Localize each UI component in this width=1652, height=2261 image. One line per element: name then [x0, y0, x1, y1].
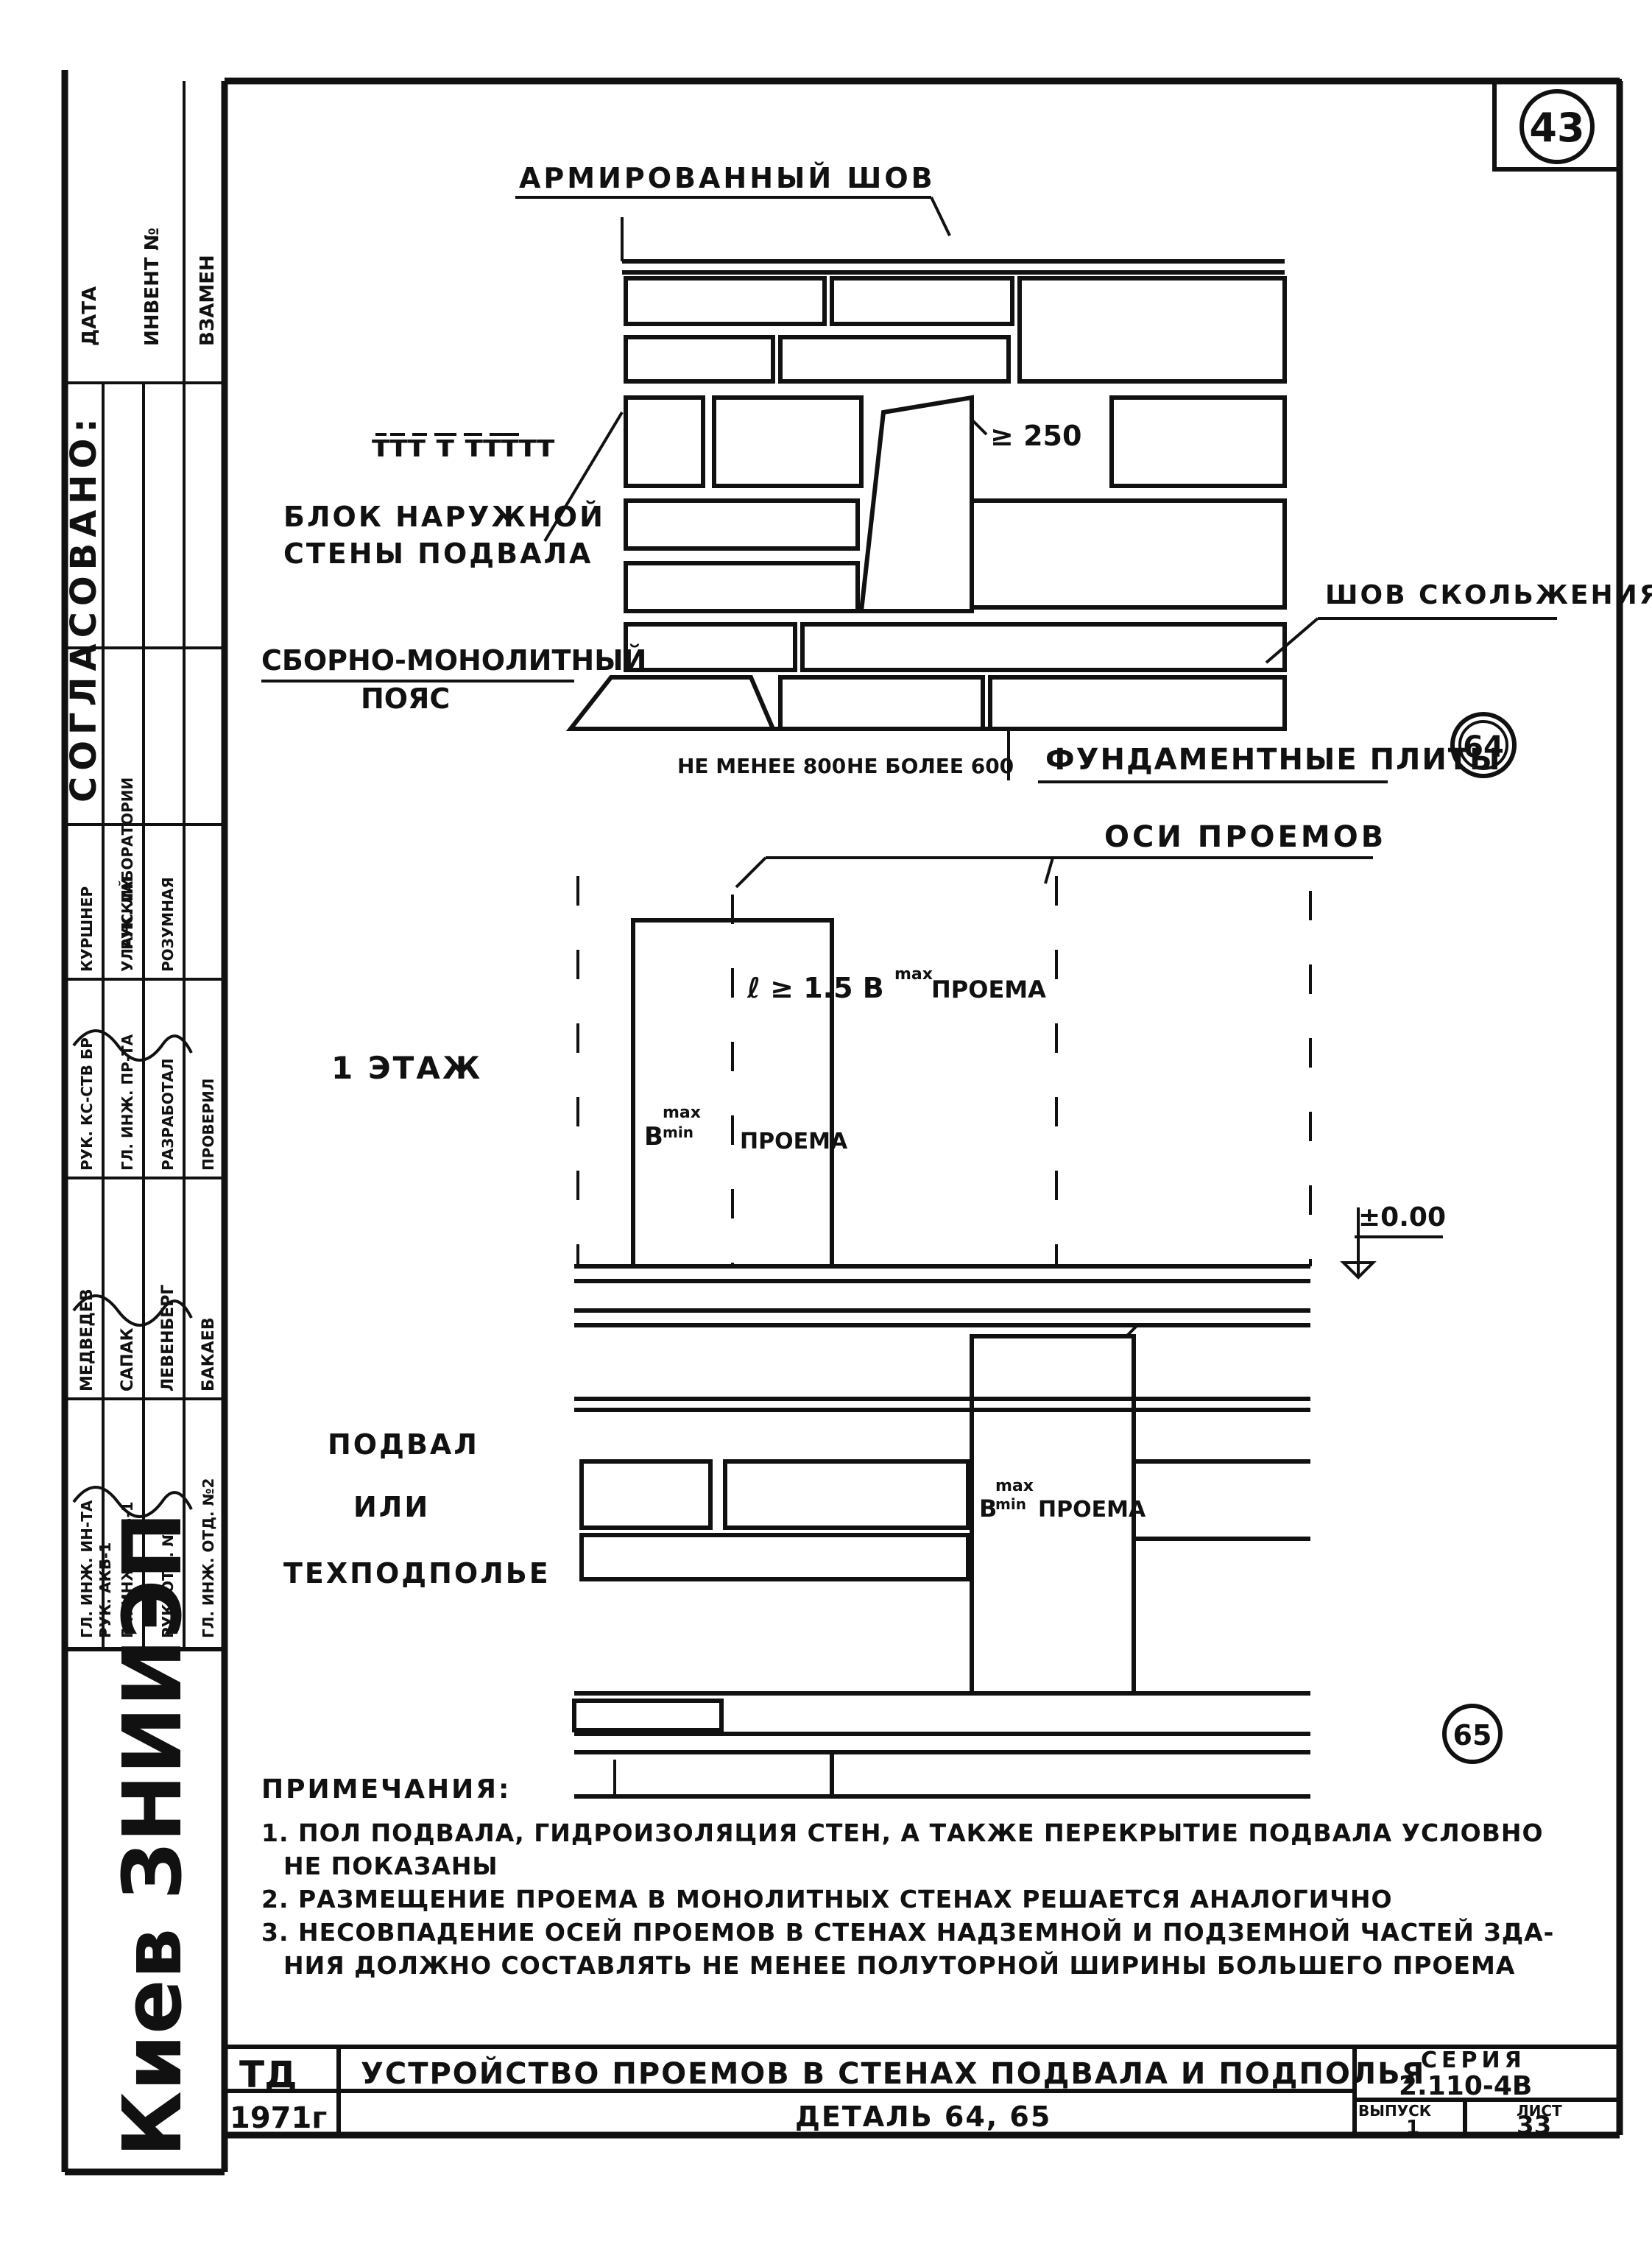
label-reinforced-seam: АРМИРОВАННЫЙ ШОВ [519, 162, 936, 194]
stamp-role-1: РУК. КС-СТВ БР [78, 1037, 96, 1171]
b-lower-sub: min [995, 1495, 1026, 1513]
label-floor: 1 ЭТАЖ [331, 1050, 482, 1086]
stamp-replaced: ВЗАМЕН [197, 255, 219, 346]
dim-max: НЕ БОЛЕЕ 600 [847, 754, 1014, 778]
stamp-date: ДАТА [79, 286, 101, 346]
detail-65: ОСИ ПРОЕМОВ 1 ЭТАЖ ℓ ≥ 1.5 B max ПРОЕМА … [283, 820, 1503, 1799]
b-upper-tail: ПРОЕМА [740, 1129, 848, 1154]
tb-sheet-label: ЛИСТ [1517, 2102, 1562, 2120]
tb-series-value: 2.110-4В [1399, 2071, 1532, 2101]
label-block-line1: БЛОК НАРУЖНОЙ [283, 501, 605, 533]
notes-heading: ПРИМЕЧАНИЯ: [261, 1774, 512, 1805]
detail-64: АРМИРОВАННЫЙ ШОВ ᴛᴛᴛ ᴛ ᴛᴛᴛᴛᴛ ≥ 250 БЛОК … [261, 162, 1652, 783]
detail-65-marker: 65 [1453, 1719, 1492, 1752]
sheet-number: 43 [1529, 105, 1584, 151]
level-mark: ±0.00 [1358, 1202, 1446, 1232]
stamp-name2-1: КУРШНЕР [78, 886, 96, 972]
note-1a: 1. ПОЛ ПОДВАЛА, ГИДРОИЗОЛЯЦИЯ СТЕН, А ТА… [261, 1819, 1544, 1847]
note-2: 2. РАЗМЕЩЕНИЕ ПРОЕМА В МОНОЛИТНЫХ СТЕНАХ… [261, 1885, 1393, 1913]
formula-tail: ПРОЕМА [931, 976, 1046, 1003]
label-belt-line1: СБОРНО-МОНОЛИТНЫЙ [261, 644, 646, 677]
formula-sup: max [894, 965, 933, 984]
dim-250: ≥ 250 [990, 420, 1081, 452]
tb-series-label: СЕРИЯ [1421, 2047, 1526, 2073]
tb-issue-label: ВЫПУСК [1358, 2102, 1432, 2120]
stamp-position-2: РУК. АКБ-1 [96, 1542, 114, 1638]
stamp-lab-head: РУК. ЛАБОРАТОРИИ [119, 777, 136, 950]
stamp-name-4: БАКАЕВ [200, 1317, 218, 1391]
stamp-position-1: ГЛ. ИНЖ. ИН-ТА [78, 1500, 96, 1638]
sheet-number-box: 43 [1492, 79, 1622, 172]
stamp-org: Киев ЗНИИЭП [105, 1512, 200, 2157]
stamp-position-3: ГЛ. ИНЖ. АКБ-1 [119, 1501, 136, 1638]
label-axes: ОСИ ПРОЕМОВ [1104, 820, 1386, 854]
label-base-line3: ТЕХПОДПОЛЬЕ [283, 1557, 551, 1590]
tb-sheet-value: 33 [1517, 2111, 1551, 2140]
stamp-agreed: СОГЛАСОВАНО: [63, 412, 105, 803]
title-block: ТД 1971г УСТРОЙСТВО ПРОЕМОВ В СТЕНАХ ПОД… [225, 2045, 1620, 2140]
label-base-line1: ПОДВАЛ [328, 1428, 479, 1461]
ground-hatch: ᴛᴛᴛ ᴛ ᴛᴛᴛᴛᴛ [372, 428, 555, 464]
b-upper-sub: min [663, 1124, 693, 1141]
stamp-position-4: РУК. ОТД. №2 [159, 1519, 177, 1638]
label-base-line2: ИЛИ [353, 1491, 430, 1523]
dim-min: НЕ МЕНЕЕ 800 [677, 754, 846, 778]
label-foundation: ФУНДАМЕНТНЫЕ ПЛИТЫ [1045, 743, 1502, 777]
stamp-name2-3: РОЗУМНАЯ [159, 877, 177, 972]
stamp-name-2: САПАК [119, 1327, 137, 1391]
stamp-name2-2: УЛАНСКИЙ [119, 877, 136, 972]
b-lower-sup: max [995, 1477, 1034, 1495]
b-upper: B [644, 1122, 663, 1151]
signature-scribble [72, 1486, 193, 1518]
b-upper-sup: max [663, 1104, 701, 1122]
tb-year: 1971г [230, 2101, 327, 2135]
b-lower-tail: ПРОЕМА [1038, 1497, 1146, 1523]
sheet-frame [61, 70, 1623, 2176]
note-1b: НЕ ПОКАЗАНЫ [283, 1852, 498, 1880]
formula-l: ℓ ≥ 1.5 B [746, 972, 884, 1004]
tb-code: ТД [239, 2053, 297, 2096]
b-lower: B [979, 1495, 997, 1523]
label-slide-seam: ШОВ СКОЛЬЖЕНИЯ [1325, 580, 1652, 610]
signature-scribble [72, 1294, 193, 1327]
stamp-position-5: ГЛ. ИНЖ. ОТД. №2 [200, 1478, 217, 1638]
detail-64-marker: 64 [1463, 730, 1504, 764]
note-3a: 3. НЕСОВПАДЕНИЕ ОСЕЙ ПРОЕМОВ В СТЕНАХ НА… [261, 1918, 1555, 1947]
tb-issue-value: 1 [1406, 2117, 1419, 2139]
stamp-role-4: ПРОВЕРИЛ [200, 1079, 217, 1171]
note-3b: НИЯ ДОЛЖНО СОСТАВЛЯТЬ НЕ МЕНЕЕ ПОЛУТОРНО… [283, 1951, 1516, 1980]
label-belt-line2: ПОЯС [361, 682, 450, 715]
tb-subtitle: ДЕТАЛЬ 64, 65 [795, 2100, 1051, 2133]
label-block-line2: СТЕНЫ ПОДВАЛА [283, 537, 593, 570]
tb-title: УСТРОЙСТВО ПРОЕМОВ В СТЕНАХ ПОДВАЛА И ПО… [361, 2056, 1425, 2091]
stamp-role-3: РАЗРАБОТАЛ [159, 1059, 177, 1171]
stamp-inventory: ИНВЕНТ № [141, 227, 163, 346]
side-stamp: Киев ЗНИИЭП СОГЛАСОВАНО: ДАТА ИНВЕНТ № В… [63, 81, 225, 2157]
stamp-name-1: МЕДВЕДЕВ [78, 1288, 96, 1391]
signature-scribble [72, 1029, 193, 1062]
